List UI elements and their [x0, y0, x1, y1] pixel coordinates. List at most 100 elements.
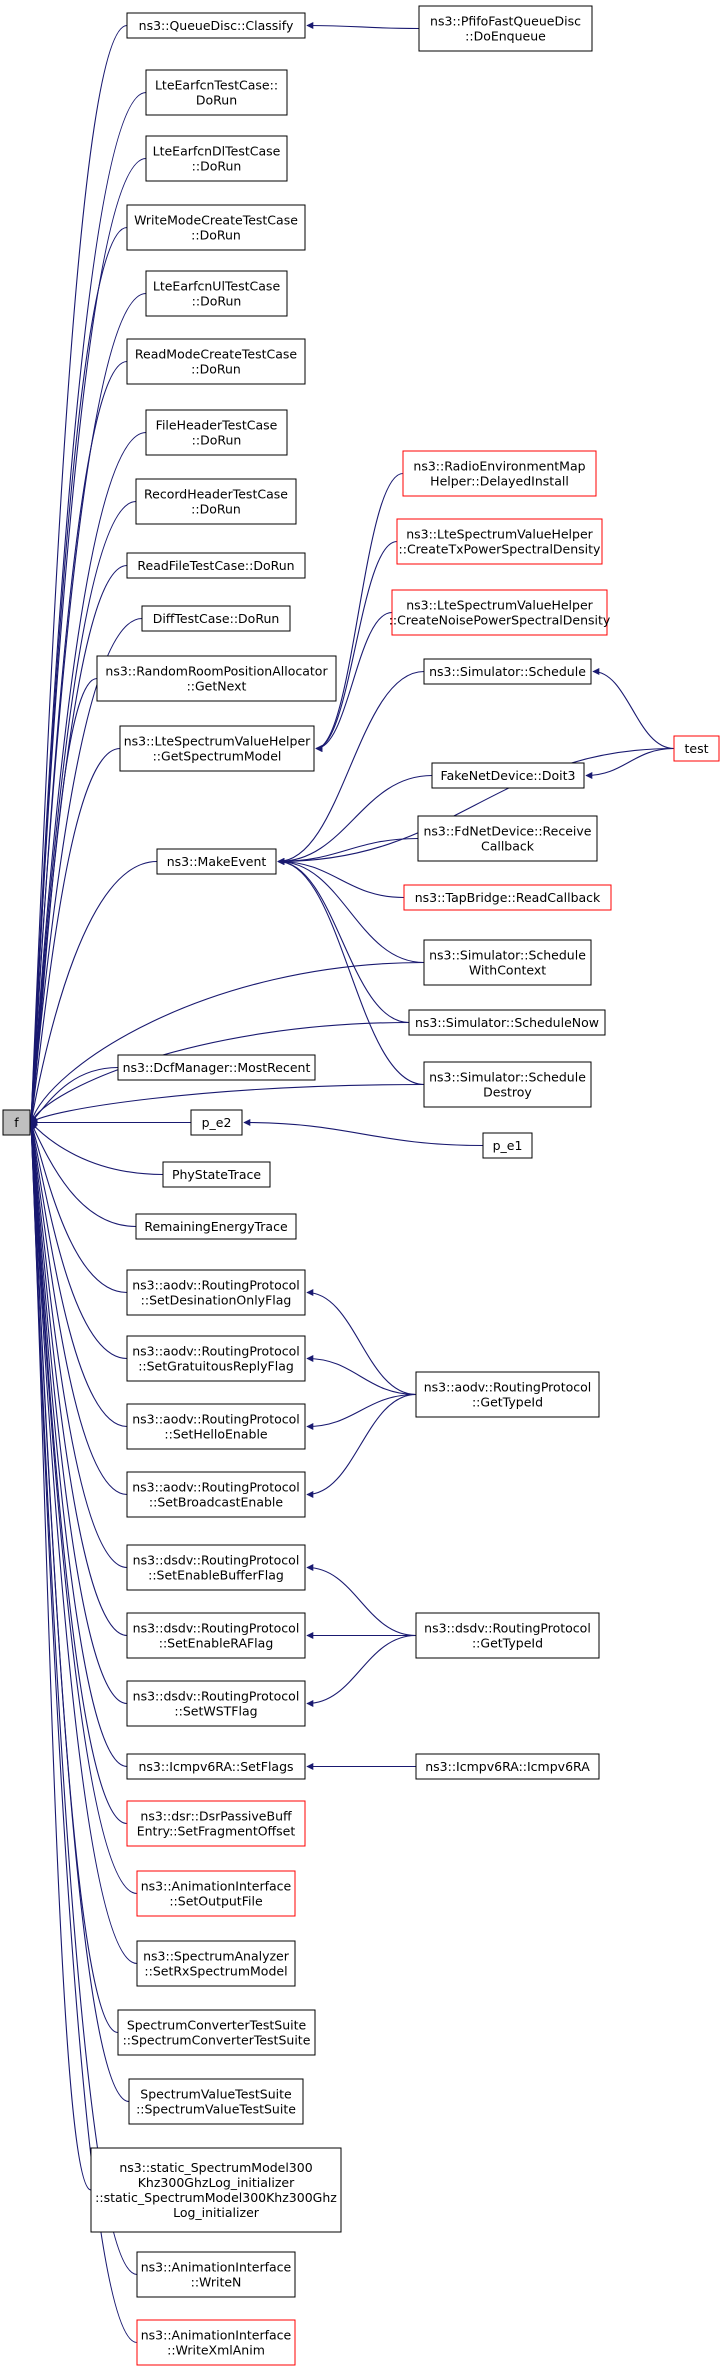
node-create_tx[interactable]: ns3::LteSpectrumValueHelper::CreateTxPow… [396, 518, 603, 565]
edge-f-to-write_mode [27, 226, 128, 1124]
node-write_mode[interactable]: WriteModeCreateTestCase::DoRun [126, 204, 306, 251]
node-box [156, 848, 277, 875]
edge-make_event-to-sim_destroy [277, 858, 425, 1086]
node-label-line: ::SetHelloEnable [164, 1427, 268, 1442]
node-label-line: ::SetEnableBufferFlag [148, 1568, 284, 1583]
node-read_file[interactable]: ReadFileTestCase::DoRun [126, 552, 306, 579]
node-random_room[interactable]: ns3::RandomRoomPositionAllocator::GetNex… [96, 655, 337, 702]
node-create_noise[interactable]: ns3::LteSpectrumValueHelper::CreateNoise… [389, 589, 611, 636]
node-label-line: ::GetSpectrumModel [153, 749, 282, 764]
node-box [136, 1870, 296, 1917]
node-spectrum_converter[interactable]: SpectrumConverterTestSuite::SpectrumConv… [117, 2009, 316, 2056]
edge-make_event-to-tap_read [277, 858, 405, 899]
node-fake_doit3[interactable]: FakeNetDevice::Doit3 [431, 762, 585, 789]
node-diff_test[interactable]: DiffTestCase::DoRun [141, 605, 291, 632]
node-phy_state[interactable]: PhyStateTrace [162, 1161, 271, 1188]
node-dsdv_buffer[interactable]: ns3::dsdv::RoutingProtocol::SetEnableBuf… [126, 1544, 306, 1591]
node-get_spectrum_model[interactable]: ns3::LteSpectrumValueHelper::GetSpectrum… [119, 725, 315, 772]
edge-make_event-to-sim_now [277, 858, 410, 1024]
node-p_e2[interactable]: p_e2 [190, 1109, 243, 1136]
node-box [415, 1612, 600, 1659]
node-f[interactable]: f [2, 1109, 31, 1136]
edge-f-to-spectrum_value_suite [27, 1121, 130, 2103]
node-dsdv_ra[interactable]: ns3::dsdv::RoutingProtocol::SetEnableRAF… [126, 1612, 306, 1659]
node-test[interactable]: test [673, 735, 720, 762]
node-tap_read[interactable]: ns3::TapBridge::ReadCallback [403, 884, 612, 911]
node-dsdv_wst[interactable]: ns3::dsdv::RoutingProtocol::SetWSTFlag [126, 1680, 306, 1727]
node-read_mode[interactable]: ReadModeCreateTestCase::DoRun [126, 338, 306, 385]
node-label-line: SpectrumConverterTestSuite [127, 2018, 307, 2033]
node-label-line: ns3::Simulator::Schedule [429, 948, 586, 963]
node-spectrum_analyzer[interactable]: ns3::SpectrumAnalyzer::SetRxSpectrumMode… [136, 1940, 296, 1987]
node-box [423, 939, 592, 986]
node-label-line: ns3::LteSpectrumValueHelper [406, 527, 593, 542]
node-aodv_gettypeid[interactable]: ns3::aodv::RoutingProtocol::GetTypeId [415, 1371, 600, 1418]
node-label-line: Log_initializer [173, 2205, 260, 2220]
node-label-line: ns3::Icmpv6RA::Icmpv6RA [425, 1759, 590, 1774]
node-box [126, 1544, 306, 1591]
node-label-line: ::SpectrumConverterTestSuite [123, 2033, 311, 2048]
node-icmpv6ra_ctor[interactable]: ns3::Icmpv6RA::Icmpv6RA [415, 1753, 600, 1780]
node-anim_write_n[interactable]: ns3::AnimationInterface::WriteN [136, 2251, 296, 2298]
node-label-line: ::WriteXmlAnim [167, 2343, 265, 2358]
edge-f-to-dsdv_ra [28, 1121, 128, 1637]
node-lte_earfcn_test[interactable]: LteEarfcnTestCase::DoRun [145, 69, 288, 116]
edge-f-to-remaining_energy [30, 1121, 137, 1228]
node-box [402, 450, 597, 497]
node-box [145, 409, 288, 456]
node-label-line: ns3::aodv::RoutingProtocol [132, 1412, 300, 1427]
node-label-line: ::SetOutputFile [169, 1894, 263, 1909]
node-label-line: WithContext [469, 963, 546, 978]
node-qd_classify[interactable]: ns3::QueueDisc::Classify [126, 12, 306, 39]
node-spectrum_value_suite[interactable]: SpectrumValueTestSuite::SpectrumValueTes… [128, 2078, 304, 2125]
node-dcf_most_recent[interactable]: ns3::DcfManager::MostRecent [117, 1054, 316, 1081]
edge-f-to-phy_state [30, 1121, 164, 1176]
node-box [126, 1612, 306, 1659]
node-icmpv6ra_setflags[interactable]: ns3::Icmpv6RA::SetFlags [126, 1753, 306, 1780]
node-label-line: ns3::Simulator::ScheduleNow [415, 1015, 599, 1030]
node-rem_helper[interactable]: ns3::RadioEnvironmentMapHelper::DelayedI… [402, 450, 597, 497]
node-box [126, 552, 306, 579]
node-label-line: ::SpectrumValueTestSuite [136, 2102, 296, 2117]
node-label-line: DoRun [196, 93, 237, 108]
node-lte_earfcn_ul[interactable]: LteEarfcnUlTestCase::DoRun [145, 270, 288, 317]
node-pfifo_enqueue[interactable]: ns3::PfifoFastQueueDisc::DoEnqueue [418, 5, 593, 52]
node-anim_xml[interactable]: ns3::AnimationInterface::WriteXmlAnim [136, 2319, 296, 2366]
node-aodv_gratuitous[interactable]: ns3::aodv::RoutingProtocol::SetGratuitou… [126, 1335, 306, 1382]
node-label-line: ::static_SpectrumModel300Khz300Ghz [95, 2190, 337, 2205]
node-make_event[interactable]: ns3::MakeEvent [156, 848, 277, 875]
node-file_header[interactable]: FileHeaderTestCase::DoRun [145, 409, 288, 456]
edge-layer [27, 22, 675, 2344]
node-box [673, 735, 720, 762]
node-aodv_dest_only[interactable]: ns3::aodv::RoutingProtocol::SetDesinatio… [126, 1269, 306, 1316]
edge-f-to-dsdv_buffer [28, 1121, 128, 1569]
node-label-line: ::SetEnableRAFlag [159, 1636, 274, 1651]
node-static_spectrum[interactable]: ns3::static_SpectrumModel300Khz300GhzLog… [90, 2147, 342, 2233]
node-aodv_broadcast[interactable]: ns3::aodv::RoutingProtocol::SetBroadcast… [126, 1471, 306, 1518]
node-label-line: ns3::Icmpv6RA::SetFlags [138, 1759, 293, 1774]
node-box [90, 2147, 342, 2233]
node-p_e1[interactable]: p_e1 [482, 1132, 533, 1159]
node-label-line: ::SetGratuitousReplyFlag [138, 1359, 294, 1374]
node-box [408, 1009, 606, 1036]
node-box [415, 1371, 600, 1418]
node-box [162, 1161, 271, 1188]
node-record_header[interactable]: RecordHeaderTestCase::DoRun [135, 478, 297, 525]
node-dsdv_gettypeid[interactable]: ns3::dsdv::RoutingProtocol::GetTypeId [415, 1612, 600, 1659]
node-sim_schedule[interactable]: ns3::Simulator::Schedule [423, 658, 592, 685]
node-remaining_energy[interactable]: RemainingEnergyTrace [135, 1213, 297, 1240]
node-sim_now[interactable]: ns3::Simulator::ScheduleNow [408, 1009, 606, 1036]
node-box [145, 69, 288, 116]
node-dsr_fragment[interactable]: ns3::dsr::DsrPassiveBuffEntry::SetFragme… [126, 1800, 306, 1847]
node-anim_output[interactable]: ns3::AnimationInterface::SetOutputFile [136, 1870, 296, 1917]
node-box [415, 1753, 600, 1780]
node-lte_earfcn_dl[interactable]: LteEarfcnDlTestCase::DoRun [145, 135, 288, 182]
edge-aodv_gratuitous-to-aodv_gettypeid [306, 1355, 417, 1396]
node-label-line: ::DoRun [192, 294, 242, 309]
node-box [96, 655, 337, 702]
node-label-line: p_e2 [202, 1115, 232, 1130]
node-aodv_hello[interactable]: ns3::aodv::RoutingProtocol::SetHelloEnab… [126, 1403, 306, 1450]
